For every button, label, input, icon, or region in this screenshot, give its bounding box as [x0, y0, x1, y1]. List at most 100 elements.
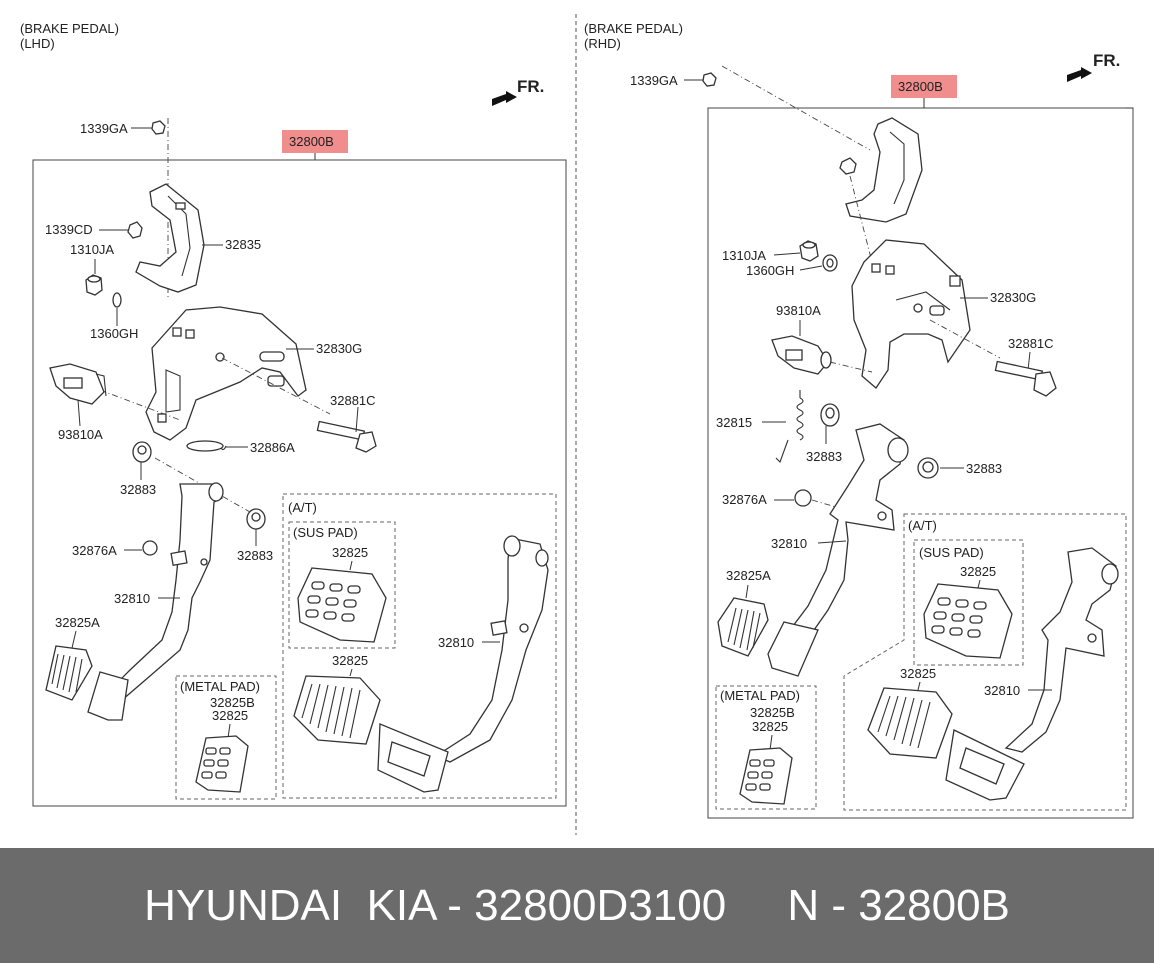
lhd-bracket-32830g — [145, 306, 307, 441]
lhd-label-32825-metal[interactable]: 32825 — [212, 708, 248, 723]
lhd-pedal-arm-32810 — [104, 482, 224, 701]
lhd-spring-32886a-icon — [186, 440, 227, 452]
lhd-nut-1339cd-icon — [127, 221, 143, 239]
footer-reference-number: N - 32800B — [787, 880, 1010, 930]
lhd-label-1310ja[interactable]: 1310JA — [70, 242, 114, 257]
rhd-metal-pad-32825 — [739, 747, 793, 805]
lhd-label-32835[interactable]: 32835 — [225, 237, 261, 252]
lhd-label-1339cd[interactable]: 1339CD — [45, 222, 93, 237]
lhd-fr-arrow-icon — [492, 91, 517, 106]
rhd-label-32883-left[interactable]: 32883 — [806, 449, 842, 464]
lhd-metal-pad-title: (METAL PAD) — [180, 679, 260, 694]
rhd-nut-1339ga-icon — [702, 72, 717, 87]
rhd-upper-bracket — [845, 117, 923, 223]
rhd-assembly-frame — [707, 107, 1134, 819]
lhd-metal-pad-32825 — [195, 735, 249, 793]
lhd-at-title: (A/T) — [288, 500, 317, 515]
rhd-nut-1310ja-icon — [799, 240, 819, 262]
rhd-sus-pad-32825 — [923, 583, 1013, 659]
rhd-label-32825-metal[interactable]: 32825 — [752, 719, 788, 734]
lhd-label-32883-right[interactable]: 32883 — [237, 548, 273, 563]
lhd-label-32876a[interactable]: 32876A — [72, 543, 117, 558]
rhd-pad-32825a — [717, 597, 769, 657]
lhd-label-32810[interactable]: 32810 — [114, 591, 150, 606]
lhd-switch-93810a — [49, 363, 107, 405]
rhd-at-title: (A/T) — [908, 518, 937, 533]
lhd-metal-pad-box — [175, 675, 277, 800]
rhd-washer-1360gh-icon — [822, 254, 838, 272]
rhd-sus-pad-box — [913, 539, 1024, 666]
parts-diagram: (BRAKE PEDAL) (LHD) FR. 32800B 1339GA 32… — [20, 14, 1134, 835]
lhd-sus-pad-32825 — [297, 567, 387, 643]
rhd-bracket-32830g — [851, 239, 971, 389]
lhd-assembly-highlight — [282, 130, 348, 153]
rhd-fr-arrow-icon — [1067, 67, 1092, 82]
lhd-pad-32825a — [45, 645, 93, 701]
rhd-label-32810-at[interactable]: 32810 — [984, 683, 1020, 698]
rhd-metal-pad-box — [715, 685, 817, 810]
lhd-label-1339ga[interactable]: 1339GA — [80, 121, 128, 136]
rhd-at-pedal-32810 — [945, 547, 1119, 801]
rhd-label-1360gh[interactable]: 1360GH — [746, 263, 794, 278]
rhd-label-1310ja[interactable]: 1310JA — [722, 248, 766, 263]
rhd-bushing-32883-right-icon — [917, 457, 939, 479]
rhd-assembly-highlight — [891, 75, 957, 98]
footer-spacer — [726, 881, 787, 931]
lhd-bolt-32881c-icon — [316, 420, 377, 453]
rhd-label-32815[interactable]: 32815 — [716, 415, 752, 430]
rhd-pedal-foot-plate — [767, 621, 819, 677]
rhd-fr-label: FR. — [1093, 51, 1120, 70]
rhd-bushing-32883-left-icon — [820, 403, 840, 427]
lhd-label-32810-at[interactable]: 32810 — [438, 635, 474, 650]
rhd-label-32825-sus[interactable]: 32825 — [960, 564, 996, 579]
lhd-label-32825b-metal[interactable]: 32825B — [210, 695, 255, 710]
rhd-label-32810[interactable]: 32810 — [771, 536, 807, 551]
lhd-bushing-32883-left-icon — [132, 441, 152, 463]
rhd-label-32876a[interactable]: 32876A — [722, 492, 767, 507]
lhd-header-sub: (LHD) — [20, 36, 55, 51]
rhd-metal-pad-title: (METAL PAD) — [720, 688, 800, 703]
rhd-sus-pad-title: (SUS PAD) — [919, 545, 984, 560]
rhd-label-1339ga[interactable]: 1339GA — [630, 73, 678, 88]
lhd-nut-1339ga-icon — [151, 120, 166, 135]
rhd-assembly-label[interactable]: 32800B — [898, 79, 943, 94]
lhd-bracket-32835 — [135, 183, 205, 293]
footer-brand-part-number: HYUNDAI KIA - 32800D3100 — [144, 880, 727, 930]
lhd-washer-1360gh-icon — [112, 292, 122, 308]
lhd-pedal-foot-plate — [87, 671, 129, 721]
lhd-label-32881c[interactable]: 32881C — [330, 393, 376, 408]
lhd-assembly-label[interactable]: 32800B — [289, 134, 334, 149]
lhd-at-pedal-32810 — [377, 535, 549, 793]
lhd-at-box — [282, 493, 557, 799]
lhd-sus-pad-box — [288, 521, 396, 649]
lhd-at-pad-32825 — [293, 675, 381, 745]
rhd-spring-32815-icon — [775, 390, 804, 463]
lhd-label-32825a[interactable]: 32825A — [55, 615, 100, 630]
rhd-label-32825b-metal[interactable]: 32825B — [750, 705, 795, 720]
lhd-label-32825-sus[interactable]: 32825 — [332, 545, 368, 560]
lhd-label-32883-left[interactable]: 32883 — [120, 482, 156, 497]
lhd-sus-pad-title: (SUS PAD) — [293, 525, 358, 540]
rhd-pedal-arm-32810 — [789, 423, 909, 641]
lhd-label-32825-at[interactable]: 32825 — [332, 653, 368, 668]
rhd-bolt-32881c-icon — [994, 360, 1057, 397]
lhd-header-title: (BRAKE PEDAL) — [20, 21, 119, 36]
lhd-fr-label: FR. — [517, 77, 544, 96]
rhd-label-32830g[interactable]: 32830G — [990, 290, 1036, 305]
rhd-label-32881c[interactable]: 32881C — [1008, 336, 1054, 351]
lhd-label-93810a[interactable]: 93810A — [58, 427, 103, 442]
rhd-stopper-32876a-icon — [794, 489, 812, 507]
rhd-label-32883-right[interactable]: 32883 — [966, 461, 1002, 476]
rhd-switch-93810a — [771, 335, 832, 375]
rhd-at-pad-32825 — [867, 687, 953, 759]
rhd-nut-upper-icon — [839, 157, 857, 175]
lhd-label-32830g[interactable]: 32830G — [316, 341, 362, 356]
rhd-label-93810a[interactable]: 93810A — [776, 303, 821, 318]
lhd-label-1360gh[interactable]: 1360GH — [90, 326, 138, 341]
lhd-panel: (BRAKE PEDAL) (LHD) FR. 32800B 1339GA 32… — [20, 21, 567, 807]
lhd-nut-1310ja-icon — [85, 274, 103, 296]
rhd-panel: (BRAKE PEDAL) (RHD) FR. 32800B 1339GA 13… — [584, 21, 1134, 819]
lhd-label-32886a[interactable]: 32886A — [250, 440, 295, 455]
rhd-label-32825-at[interactable]: 32825 — [900, 666, 936, 681]
rhd-label-32825a[interactable]: 32825A — [726, 568, 771, 583]
